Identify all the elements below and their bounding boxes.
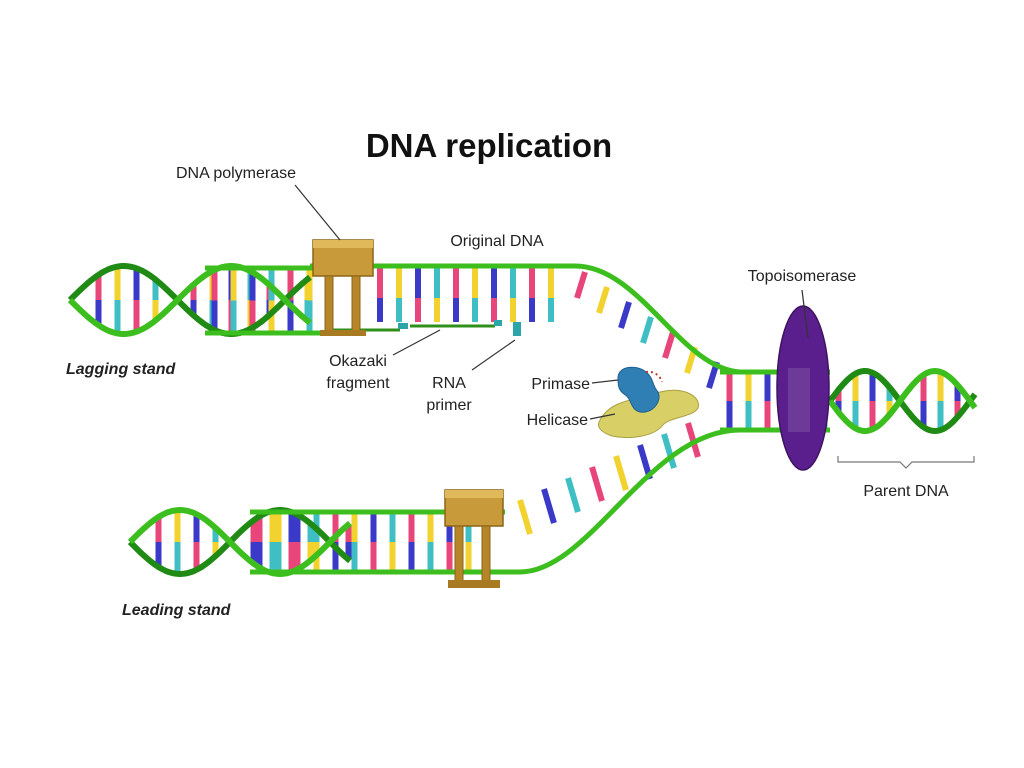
original-dna-strand bbox=[310, 263, 830, 375]
rna-primer-segment-2 bbox=[494, 320, 502, 326]
base-unpaired-fork-bottom bbox=[517, 499, 533, 535]
parent-dna-bracket bbox=[837, 456, 975, 469]
label-okazaki-line2: fragment bbox=[326, 375, 390, 392]
helix-strand-parent bbox=[827, 367, 978, 434]
base-unpaired-fork-top bbox=[618, 301, 632, 329]
base-unpaired-fork-top bbox=[662, 331, 676, 359]
helix-strand-parent bbox=[827, 368, 978, 435]
dna-polymerase-leading bbox=[444, 489, 504, 588]
topoisomerase-ring bbox=[776, 305, 830, 471]
base-unpaired-fork-bottom bbox=[541, 488, 557, 524]
label-rna-line1: RNA bbox=[432, 375, 466, 392]
helix-strand-leading bbox=[127, 506, 352, 578]
diagram-title: DNA replication bbox=[366, 127, 612, 164]
leading-dna-strand bbox=[350, 427, 830, 575]
label-rna-line2: primer bbox=[426, 397, 472, 414]
base-unpaired-fork-bottom bbox=[613, 455, 629, 491]
label-topoisomerase: Topoisomerase bbox=[748, 268, 857, 285]
sugar-phosphate-backbones bbox=[67, 263, 978, 578]
rna-primer-segment-3 bbox=[513, 322, 521, 336]
base-unpaired-fork-bottom bbox=[565, 477, 581, 513]
leader-lines bbox=[294, 184, 809, 420]
label-original-dna: Original DNA bbox=[450, 233, 544, 250]
helix-strand-leading bbox=[127, 506, 352, 578]
helix-strand-lagging bbox=[67, 263, 312, 337]
topoisomerase-ring-core bbox=[788, 368, 810, 432]
label-leading-strand: Leading stand bbox=[122, 602, 232, 619]
dna-polymerase-lagging bbox=[312, 239, 374, 336]
base-unpaired-fork-top bbox=[574, 271, 588, 299]
helix-strand-lagging bbox=[67, 263, 312, 337]
label-okazaki-line1: Okazaki bbox=[329, 353, 387, 370]
base-unpaired-fork-top bbox=[596, 286, 610, 314]
label-helicase: Helicase bbox=[527, 412, 588, 429]
base-unpaired-fork-bottom bbox=[589, 466, 605, 502]
label-dna-polymerase: DNA polymerase bbox=[176, 165, 296, 182]
label-lagging-strand: Lagging stand bbox=[66, 361, 177, 378]
label-primase: Primase bbox=[531, 376, 590, 393]
base-unpaired-fork-bottom bbox=[661, 433, 677, 469]
rna-primer-segment-1 bbox=[398, 323, 408, 329]
primase-enzyme bbox=[617, 366, 663, 413]
base-unpaired-fork-top bbox=[640, 316, 654, 344]
label-parent-dna: Parent DNA bbox=[863, 483, 949, 500]
